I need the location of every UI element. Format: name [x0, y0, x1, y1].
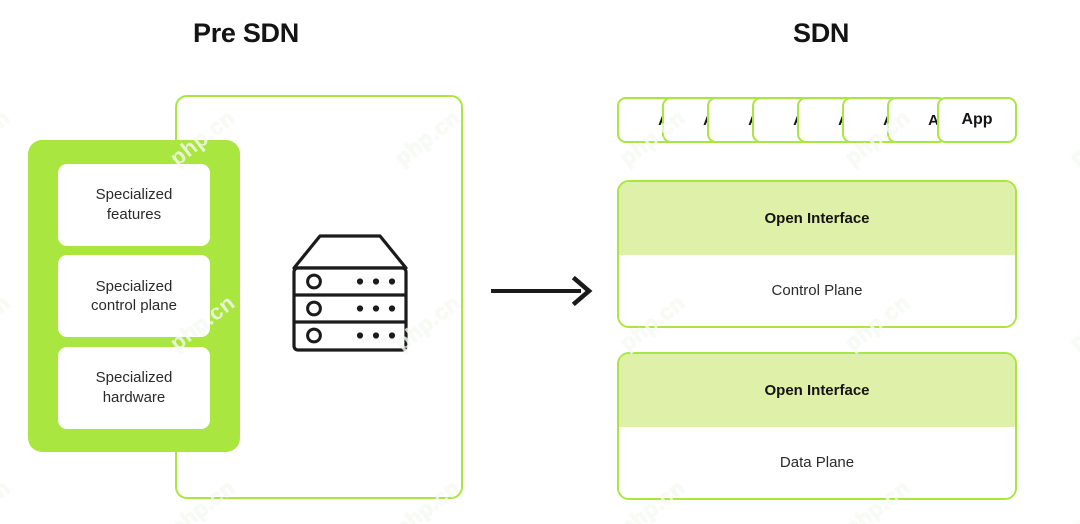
watermark-text: php.cn — [1064, 289, 1080, 356]
specialized-features-box: Specialized features — [58, 163, 210, 246]
data-plane-card: Open Interface Data Plane — [617, 352, 1017, 500]
open-interface-band-data: Open Interface — [619, 354, 1015, 427]
open-interface-label-data: Open Interface — [764, 382, 870, 399]
specialized-features-line2: features — [106, 205, 162, 223]
watermark-text: php.cn — [0, 104, 15, 171]
specialized-hardware-box: Specialized hardware — [58, 346, 210, 429]
sdn-applications-row: A A A A A A A App — [617, 97, 1017, 143]
specialized-features-line1: Specialized — [95, 186, 173, 204]
app-box-app-label: App — [961, 111, 993, 128]
page-title-pre-sdn: Pre SDN — [193, 18, 299, 48]
watermark-text: php.cn — [1064, 104, 1080, 171]
app-box-app[interactable]: App — [937, 97, 1017, 143]
open-interface-band-control: Open Interface — [619, 182, 1015, 255]
watermark-text: php.cn — [0, 474, 15, 524]
control-plane-label: Control Plane — [771, 282, 863, 299]
control-plane-body: Control Plane — [619, 255, 1015, 326]
specialized-hardware-line1: Specialized — [95, 369, 173, 387]
open-interface-label-control: Open Interface — [764, 210, 870, 227]
app-box-7-label: A — [928, 111, 939, 129]
data-plane-body: Data Plane — [619, 427, 1015, 498]
data-plane-label: Data Plane — [779, 454, 855, 471]
pre-sdn-monolith-card: Specialized features Specialized control… — [28, 140, 240, 452]
watermark-text: php.cn — [1064, 474, 1080, 524]
watermark-text: php.cn — [0, 289, 15, 356]
specialized-hardware-line2: hardware — [102, 388, 166, 406]
right-arrow-icon — [489, 273, 595, 309]
page-title-sdn: SDN — [793, 18, 850, 48]
server-rack-icon — [288, 224, 412, 356]
specialized-control-plane-box: Specialized control plane — [58, 255, 210, 337]
specialized-control-plane-line2: control plane — [91, 297, 177, 314]
specialized-control-plane-line1: Specialized — [95, 277, 173, 295]
control-plane-card: Open Interface Control Plane — [617, 180, 1017, 328]
